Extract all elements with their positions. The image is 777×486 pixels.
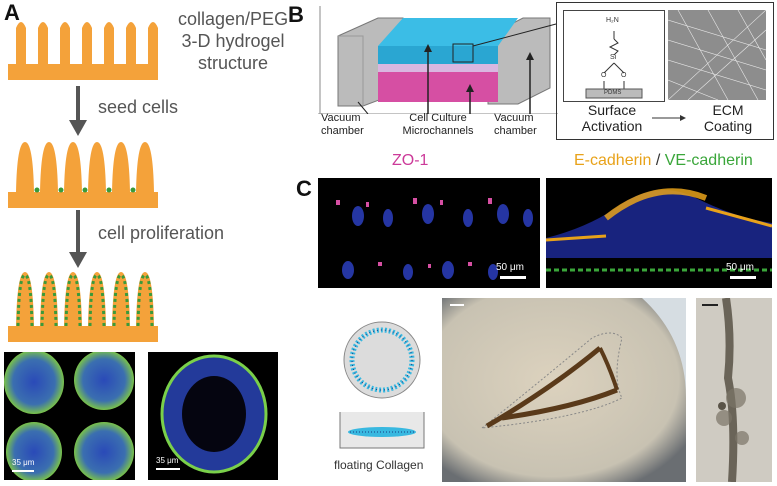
- down-arrow-icon: [69, 210, 87, 268]
- surface-line1: Surface: [587, 102, 637, 118]
- chem-structure: H₂N Si O O PDMS: [563, 10, 665, 102]
- hydrogel-proliferated: [8, 272, 158, 342]
- cell-culture-label: Cell Culture Microchannels: [388, 112, 488, 138]
- surface-line2: Activation: [581, 118, 643, 134]
- down-arrow-icon: [69, 86, 87, 136]
- cell-proliferation-label: cell proliferation: [98, 223, 225, 243]
- zo1-scale-label: 50 μm: [496, 262, 524, 273]
- surface-activation-label: Surface Activation: [572, 102, 652, 134]
- hydrogel-title-line1: collagen/PEG: [178, 9, 289, 29]
- ecm-micrograph: [668, 10, 766, 100]
- micrograph-crypt: 35 μm: [148, 352, 278, 480]
- zo1-label: ZO-1: [392, 152, 429, 169]
- floating-collagen-label: floating Collagen: [334, 458, 424, 472]
- ecm-line1: ECM: [712, 102, 744, 118]
- cell-culture-line2: Microchannels: [402, 125, 474, 137]
- o-label-left: O: [601, 72, 607, 79]
- vacuum-left-line2: chamber: [321, 125, 364, 137]
- panel-a-letter: A: [4, 0, 20, 25]
- scale-bar-label: 35 μm: [156, 456, 179, 465]
- vecad-label: VE-cadherin: [664, 152, 753, 169]
- vacuum-chamber-left-label: Vacuum chamber: [321, 112, 364, 138]
- slash-label: /: [651, 152, 665, 169]
- ecm-line2: Coating: [703, 118, 753, 134]
- hydrogel-title-line3: structure: [197, 53, 269, 73]
- cadherin-label: E-cadherin / VE-cadherin: [574, 152, 753, 170]
- nh2-label: H₂N: [606, 17, 619, 24]
- vacuum-left-line1: Vacuum: [321, 112, 361, 124]
- cadherin-micrograph: 50 μm: [546, 178, 772, 288]
- o-label-right: O: [621, 72, 627, 79]
- brightfield-tube: [696, 298, 772, 482]
- pdms-label: PDMS: [604, 90, 622, 96]
- vacuum-right-line1: Vacuum: [494, 112, 534, 124]
- hydrogel-seeded: [8, 142, 158, 208]
- organ-chip-diagram: [318, 6, 558, 114]
- surface-activation-box: [556, 2, 774, 140]
- brightfield-micrograph: [442, 298, 686, 482]
- ecm-coating-label: ECM Coating: [688, 102, 768, 134]
- hydrogel-title: collagen/PEG 3-D hydrogel structure: [178, 8, 288, 74]
- ecad-label: E-cadherin: [574, 152, 652, 169]
- hydrogel-title-line2: 3-D hydrogel: [181, 31, 285, 51]
- seed-cells-label: seed cells: [98, 97, 179, 117]
- si-label: Si: [610, 54, 617, 61]
- vacuum-chamber-right-label: Vacuum chamber: [494, 112, 537, 138]
- scale-bar-label: 35 μm: [12, 458, 35, 467]
- cell-culture-line1: Cell Culture: [409, 112, 467, 124]
- cadherin-scale-label: 50 μm: [726, 262, 754, 273]
- panel-c-letter: C: [296, 176, 312, 201]
- zo1-micrograph: 50 μm: [318, 178, 540, 288]
- right-arrow-icon: [652, 115, 686, 121]
- hydrogel-bare: [8, 22, 158, 80]
- micrograph-villi: 35 μm: [4, 352, 135, 480]
- panel-b-letter: B: [288, 2, 304, 27]
- vacuum-right-line2: chamber: [494, 125, 537, 137]
- floating-collagen-schematic: [339, 321, 425, 449]
